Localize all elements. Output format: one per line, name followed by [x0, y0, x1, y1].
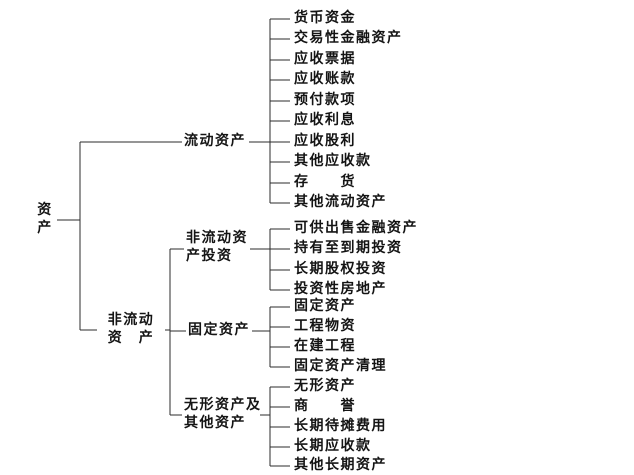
leaf-item: 可供出售金融资产: [294, 221, 418, 236]
node-intangible-other-assets: 无形资产及 其他资产: [184, 397, 262, 433]
leaf-item: 其他长期资产: [294, 458, 387, 473]
leaf-item: 长期应收款: [294, 439, 372, 454]
node-noncurrent-assets: 非流动 资 产: [99, 312, 163, 348]
leaf-item: 应收利息: [294, 113, 356, 128]
leaf-item: 固定资产清理: [294, 359, 387, 374]
node-intangible-other-assets-line2: 其他资产: [184, 416, 246, 431]
leaf-item: 其他流动资产: [294, 195, 387, 210]
leaf-item: 固定资产: [294, 299, 356, 314]
node-intangible-other-assets-line1: 无形资产及: [184, 398, 262, 413]
leaf-item: 存 货: [294, 175, 356, 190]
node-noncurrent-assets-line2: 资 产: [107, 331, 155, 346]
leaf-item: 应收账款: [294, 72, 356, 87]
leaf-item: 预付款项: [294, 93, 356, 108]
root-node-assets-line1: 资: [37, 203, 53, 218]
leaf-item: 长期待摊费用: [294, 419, 387, 434]
node-noncurrent-investment-line1: 非流动资: [186, 231, 248, 246]
leaf-item: 货币资金: [294, 11, 356, 26]
leaf-item: 工程物资: [294, 319, 356, 334]
node-noncurrent-investment: 非流动资 产投资: [186, 230, 248, 266]
node-fixed-assets: 固定资产: [188, 323, 250, 338]
root-node-assets-line2: 产: [37, 221, 53, 236]
root-node-assets: 资 产: [34, 202, 56, 238]
node-noncurrent-investment-line2: 产投资: [186, 249, 233, 264]
leaf-item: 应收股利: [294, 134, 356, 149]
node-noncurrent-assets-line1: 非流动: [107, 313, 155, 328]
leaf-item: 无形资产: [294, 379, 356, 394]
leaf-item: 其他应收款: [294, 154, 372, 169]
node-current-assets: 流动资产: [184, 134, 246, 149]
leaf-item: 商 誉: [294, 399, 356, 414]
leaf-item: 应收票据: [294, 52, 356, 67]
leaf-item: 在建工程: [294, 339, 356, 354]
leaf-item: 投资性房地产: [294, 282, 387, 297]
leaf-item: 持有至到期投资: [294, 241, 403, 256]
leaf-item: 长期股权投资: [294, 262, 387, 277]
leaf-item: 交易性金融资产: [294, 31, 403, 46]
